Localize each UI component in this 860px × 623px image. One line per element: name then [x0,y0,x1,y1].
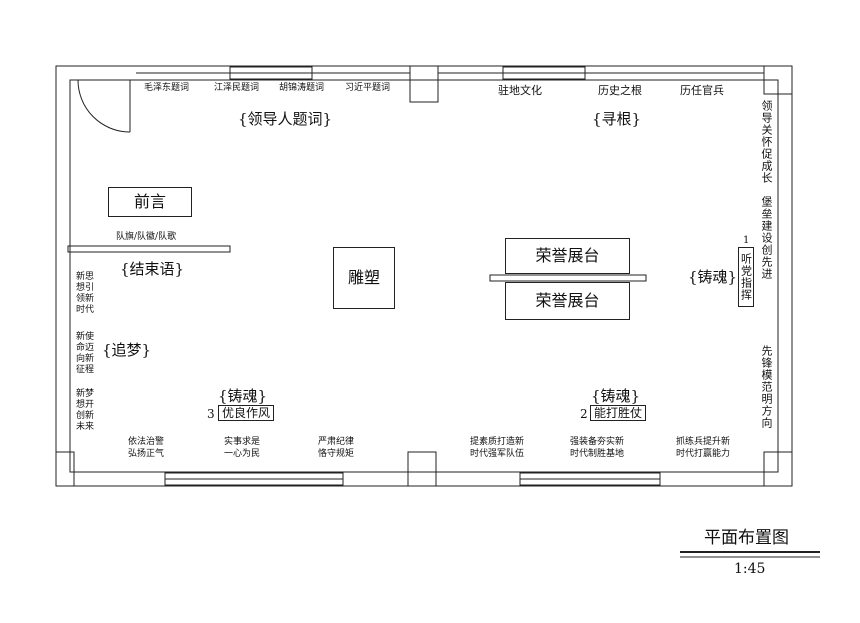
soul-item-win-battle: 能打胜仗 [590,405,646,421]
left-wall-slogan-2: 新使命迈向新征程 [76,332,95,375]
bottom-slogan-6-line-1: 抓练兵提升新 [676,437,731,447]
drawing-scale: 1:45 [734,561,766,577]
inscription-hu: 胡锦涛题词 [279,83,325,93]
door-swing [77,79,131,133]
bottom-slogan-3: 严肃纪律 恪守规矩 [318,438,354,459]
label-flags: 队旗/队徽/队歌 [116,232,177,242]
bottom-slogan-6: 抓练兵提升新 时代打赢能力 [676,438,730,459]
inscription-mao: 毛泽东题词 [144,83,190,93]
bottom-slogan-6-line-2: 时代打赢能力 [676,449,731,459]
column-top-mid [409,65,439,103]
bottom-slogan-4-line-1: 提素质打造新 [470,437,525,447]
label-local-culture: 驻地文化 [498,84,542,97]
soul-item-number-3: 3 [207,407,215,421]
zone-root: {寻根} [592,110,642,128]
inner-wall [69,79,779,473]
left-wall-slogan-3: 新梦想开创新未来 [76,389,95,432]
column-top-right [763,65,793,95]
soul-item-listen-party: 听党指挥 [738,247,754,307]
bottom-slogan-1-line-1: 依法治警 [128,437,165,447]
soul-item-number-2: 2 [580,407,588,421]
bottom-slogan-5-line-1: 强装备夯实新 [570,437,625,447]
drawing-title: 平面布置图 [704,528,789,548]
inscription-xi: 习近平题词 [345,83,391,93]
label-former-soldiers: 历任官兵 [680,84,724,97]
partition-right [489,274,647,282]
bottom-slogan-3-line-2: 恪守规矩 [318,449,355,459]
right-wall-slogan-1: 领导关怀促成长 [760,100,773,184]
bottom-slogan-1: 依法治警 弘扬正气 [128,438,164,459]
zone-dream: {追梦} [102,341,152,359]
soul-item-number-1: 1 [743,235,750,246]
inscription-jiang: 江泽民题词 [214,83,260,93]
zone-conclusion: {结束语} [120,260,185,278]
sculpture-box: 雕塑 [333,247,395,309]
bottom-slogan-2: 实事求是 一心为民 [224,438,260,459]
partition-left [67,245,231,253]
column-bottom-right [763,451,793,487]
bottom-slogan-3-line-1: 严肃纪律 [318,437,355,447]
honor-stand-top: 荣誉展台 [505,238,630,274]
bottom-slogan-5: 强装备夯实新 时代制胜基地 [570,438,624,459]
bottom-slogan-5-line-2: 时代制胜基地 [570,449,625,459]
preface-panel: 前言 [108,187,192,217]
bottom-slogan-1-line-2: 弘扬正气 [128,449,165,459]
right-wall-slogan-3: 先锋模范明方向 [760,345,773,429]
label-history-root: 历史之根 [598,84,642,97]
left-wall-slogan-1: 新思想引领新时代 [76,272,95,315]
column-bottom-left [55,451,75,487]
column-bottom-mid [407,451,437,487]
bottom-slogan-4-line-2: 时代强军队伍 [470,449,525,459]
zone-leader-inscriptions: {领导人题词} [238,110,333,128]
bottom-slogan-2-line-2: 一心为民 [224,449,261,459]
right-wall-slogan-2: 堡垒建设创先进 [760,196,773,280]
soul-item-fine-style: 优良作风 [218,405,274,421]
zone-soul-left: {铸魂} [218,387,268,405]
zone-soul-right: {铸魂} [688,268,738,286]
bottom-slogan-2-line-1: 实事求是 [224,437,261,447]
bottom-slogan-4: 提素质打造新 时代强军队伍 [470,438,524,459]
honor-stand-bottom: 荣誉展台 [505,282,630,320]
zone-soul-mid: {铸魂} [591,387,641,405]
